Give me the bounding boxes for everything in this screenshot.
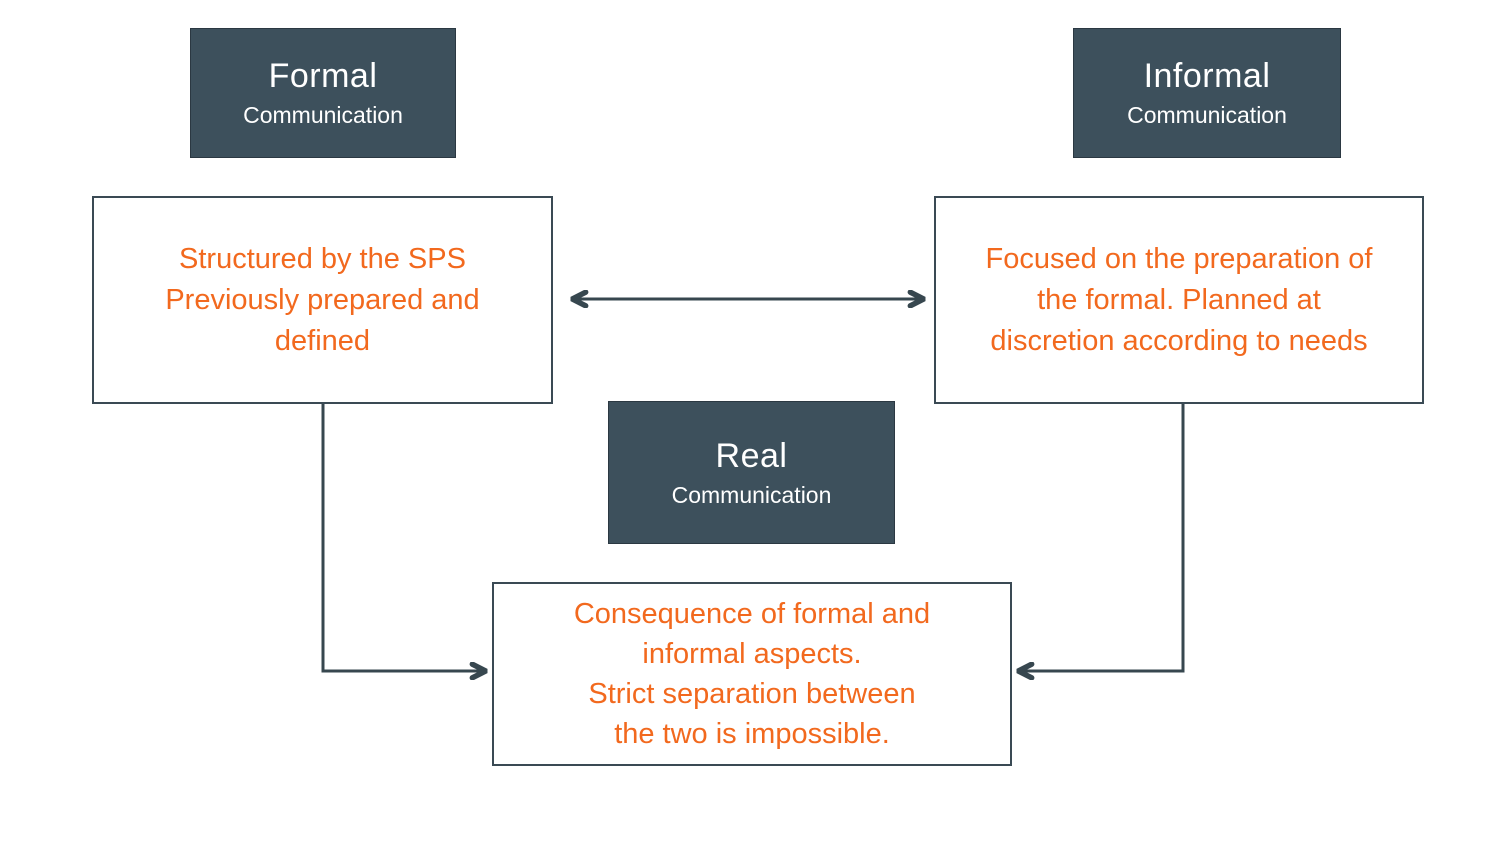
formal-communication-box: Formal Communication	[190, 28, 456, 158]
informal-to-real-connector	[1020, 404, 1185, 671]
informal-description-line: discretion according to needs	[990, 324, 1368, 357]
informal-subtitle: Communication	[1127, 102, 1287, 128]
real-description-line: informal aspects.	[642, 638, 862, 670]
formal-description-box: Structured by the SPS Previously prepare…	[92, 196, 553, 404]
informal-communication-box: Informal Communication	[1073, 28, 1341, 158]
formal-subtitle: Communication	[243, 102, 403, 128]
real-description-line: Consequence of formal and	[573, 598, 931, 630]
formal-title: Formal	[268, 57, 378, 95]
real-title: Real	[715, 436, 788, 475]
formal-description-line: Previously prepared and	[165, 283, 480, 316]
real-description-box: Consequence of formal and informal aspec…	[492, 582, 1012, 766]
formal-to-real-connector	[321, 404, 484, 671]
real-description-line: Strict separation between	[588, 678, 916, 710]
real-communication-box: Real Communication	[608, 401, 895, 544]
formal-description-line: defined	[274, 324, 371, 357]
informal-title: Informal	[1143, 57, 1271, 95]
informal-description-box: Focused on the preparation of the formal…	[934, 196, 1424, 404]
informal-description-line: the formal. Planned at	[1037, 283, 1321, 316]
informal-description-line: Focused on the preparation of	[985, 242, 1373, 275]
formal-description-line: Structured by the SPS	[179, 242, 466, 275]
real-description-line: the two is impossible.	[614, 718, 890, 750]
real-subtitle: Communication	[671, 481, 832, 508]
